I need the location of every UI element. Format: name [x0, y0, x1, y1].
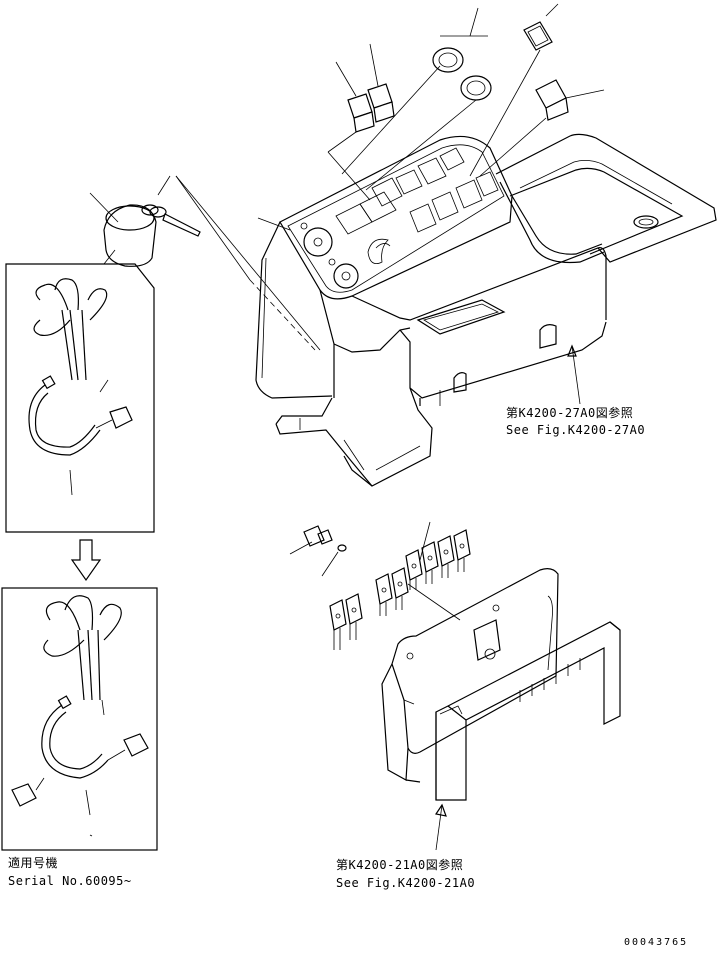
key-switch [89, 175, 201, 267]
bolt-washer [289, 525, 347, 577]
indicator-lamp [523, 3, 559, 51]
serial-label-jp: 適用号機 [8, 856, 59, 870]
knobs [432, 7, 492, 101]
serial-label-en: Serial No.60095~ [8, 874, 132, 888]
inset-before [5, 249, 155, 533]
upper-reference-en: See Fig.K4200-27A0 [506, 423, 646, 437]
rocker-switches [335, 43, 605, 133]
relay-bracket [381, 568, 559, 783]
lower-reference-en: See Fig.K4200-21A0 [336, 876, 476, 890]
drawing-number: 00043765 [624, 937, 689, 948]
down-arrow-icon [70, 539, 102, 582]
relays [329, 521, 471, 650]
lower-reference-jp: 第K4200-21A0図参照 [336, 858, 464, 872]
console-body [255, 133, 717, 487]
upper-reference-jp: 第K4200-27A0図参照 [506, 406, 634, 420]
inset-after [1, 587, 158, 851]
cover-bracket [435, 621, 621, 851]
